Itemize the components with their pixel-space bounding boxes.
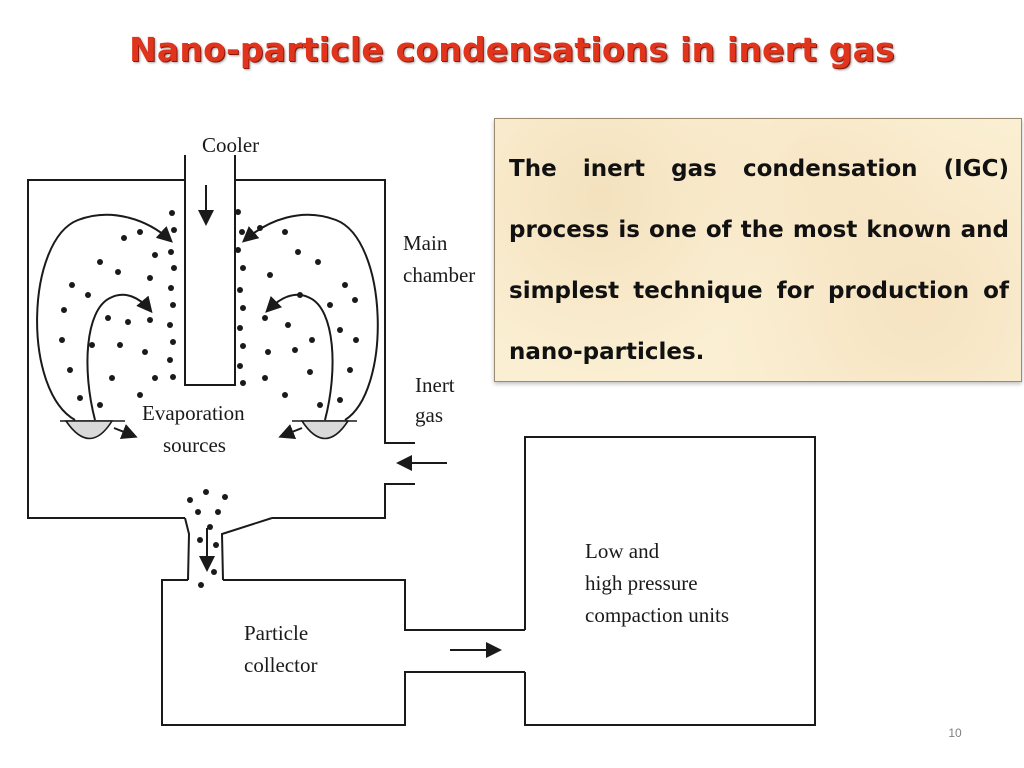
- particle-collector-box: [161, 579, 525, 726]
- slide-title: Nano-particle condensations in inert gas: [129, 30, 895, 69]
- evaporation-sources: [60, 420, 357, 440]
- compaction-units-box: [524, 436, 816, 726]
- label-collector-line1: Particle: [244, 621, 308, 645]
- label-compaction-line1: Low and: [585, 539, 660, 563]
- label-evaporation-line2: sources: [163, 433, 226, 457]
- label-compaction-line3: compaction units: [585, 603, 729, 627]
- gas-flow-arrows: [36, 185, 502, 658]
- nanoparticle-dots: [59, 209, 359, 588]
- main-chamber-outline: [27, 179, 185, 519]
- cooler-tube: [184, 155, 236, 386]
- label-inert-gas-line2: gas: [415, 403, 443, 427]
- label-collector-line2: collector: [244, 653, 317, 677]
- label-main-chamber-line1: Main: [403, 231, 448, 255]
- igc-description-box: The inert gas condensation (IGC) process…: [494, 118, 1022, 382]
- label-inert-gas-line1: Inert: [415, 373, 455, 397]
- label-evaporation-line1: Evaporation: [142, 401, 245, 425]
- funnel: [184, 517, 191, 581]
- label-cooler: Cooler: [202, 133, 259, 157]
- igc-description-text: The inert gas condensation (IGC) process…: [509, 156, 1009, 365]
- label-main-chamber-line2: chamber: [403, 263, 475, 287]
- label-compaction-line2: high pressure: [585, 571, 698, 595]
- slide-number: 10: [948, 726, 962, 740]
